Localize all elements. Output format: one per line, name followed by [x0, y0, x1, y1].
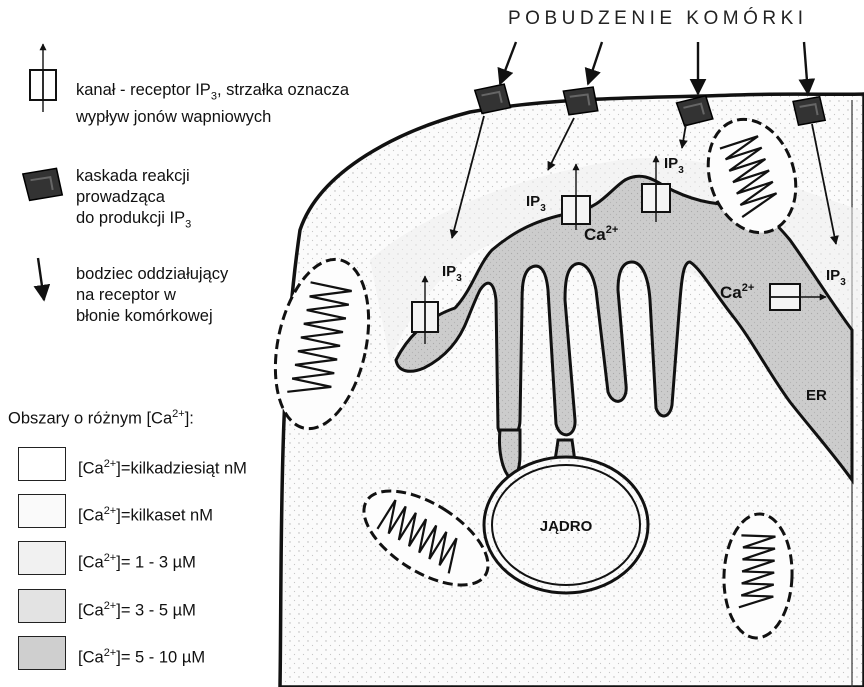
concentration-label: [Ca2+]=kilkadziesiąt nM [78, 454, 247, 480]
concentration-swatch [18, 447, 66, 481]
legend-stimulus-text: bodziec oddziałujący na receptor w błoni… [76, 264, 228, 327]
concentration-swatch [18, 541, 66, 575]
cascade-block [563, 87, 598, 115]
concentration-label: [Ca2+]= 1 - 3 µM [78, 548, 196, 574]
legend-stimulus-arrow-icon [38, 258, 44, 300]
concentration-label: [Ca2+]= 5 - 10 µM [78, 643, 205, 669]
legend-channel-text: kanał - receptor IP3, strzałka oznacza w… [76, 80, 349, 128]
er-label: ER [806, 387, 827, 404]
concentration-swatch [18, 636, 66, 670]
nucleus-label: JĄDRO [540, 518, 593, 535]
cascade-block [793, 96, 826, 125]
legend-cascade-text: kaskada reakcji prowadząca do produkcji … [76, 166, 191, 235]
legend-channel-icon [30, 44, 56, 112]
concentration-label: [Ca2+]= 3 - 5 µM [78, 596, 196, 622]
concentration-label: [Ca2+]=kilkaset nM [78, 501, 213, 527]
concentration-swatch [18, 589, 66, 623]
stimulation-header: POBUDZENIE KOMÓRKI [508, 8, 808, 30]
legend-cascade-icon [23, 168, 63, 201]
stimulus-arrows [500, 42, 808, 94]
concentration-swatch [18, 494, 66, 528]
concentration-legend-title: Obszary o różnym [Ca2+]: [8, 404, 194, 430]
